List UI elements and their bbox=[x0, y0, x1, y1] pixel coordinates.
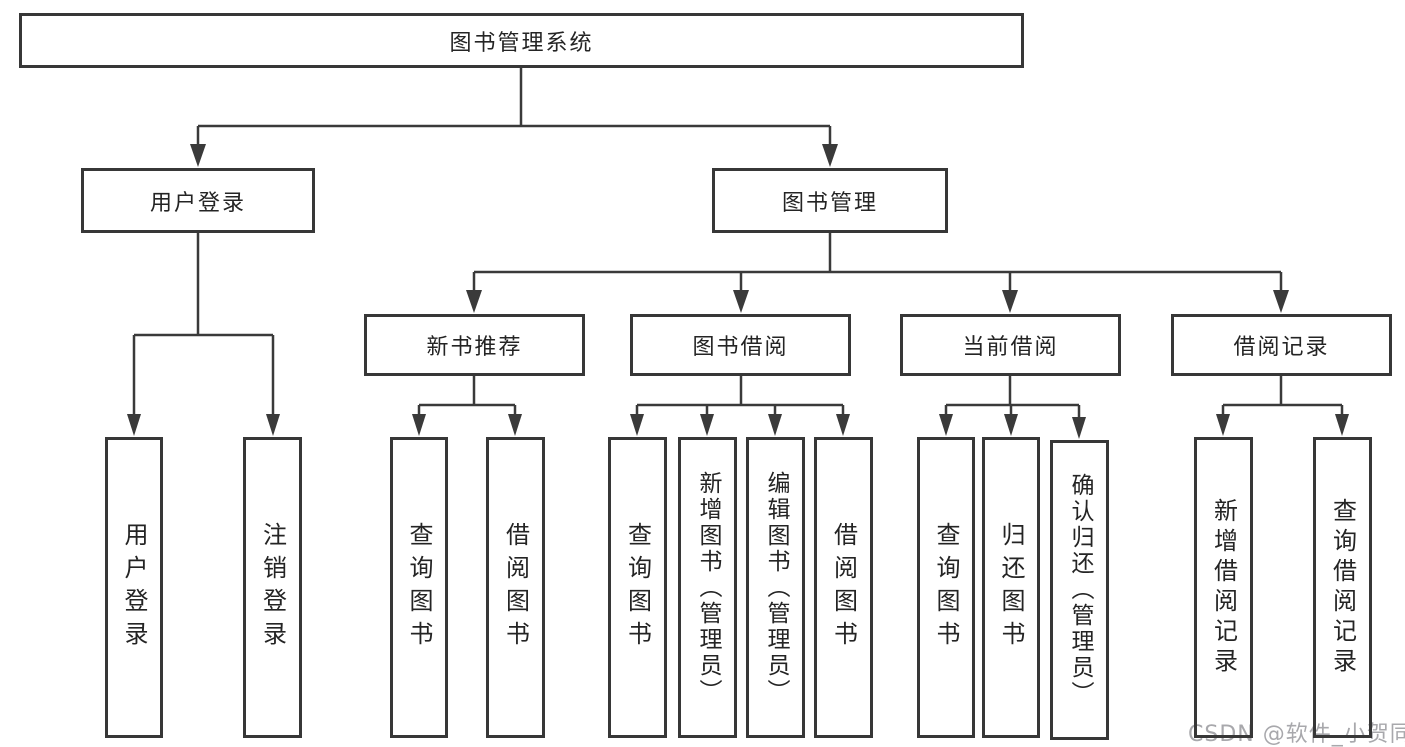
leaf-bb-add-books-label: 新增图书（管理员） bbox=[695, 470, 721, 705]
leaf-cb-query-books: 查询图书 bbox=[917, 437, 975, 738]
leaf-user-login: 用户登录 bbox=[105, 437, 163, 738]
leaf-bb-edit-books-label: 编辑图书（管理员） bbox=[763, 470, 789, 705]
leaf-bb-query-books: 查询图书 bbox=[608, 437, 667, 738]
leaf-bb-borrow-books: 借阅图书 bbox=[814, 437, 873, 738]
leaf-cb-confirm-return-label: 确认归还（管理员） bbox=[1067, 473, 1093, 707]
node-new-book-recommend: 新书推荐 bbox=[364, 314, 585, 376]
node-current-borrow-label: 当前借阅 bbox=[962, 335, 1059, 360]
node-current-borrow: 当前借阅 bbox=[900, 314, 1121, 376]
csdn-watermark: CSDN @软件_小贺同学 bbox=[1188, 722, 1405, 747]
leaf-rec-query-books: 查询图书 bbox=[390, 437, 448, 738]
node-root: 图书管理系统 bbox=[19, 13, 1024, 68]
node-new-book-recommend-label: 新书推荐 bbox=[426, 335, 523, 360]
node-borrow-records-label: 借阅记录 bbox=[1233, 335, 1330, 360]
leaf-bb-borrow-books-label: 借阅图书 bbox=[829, 521, 858, 654]
node-user-login-label: 用户登录 bbox=[149, 190, 246, 216]
node-book-borrow-label: 图书借阅 bbox=[692, 335, 789, 360]
leaf-user-login-label: 用户登录 bbox=[120, 521, 148, 654]
leaf-cb-return-books: 归还图书 bbox=[982, 437, 1040, 738]
leaf-logout-label: 注销登录 bbox=[258, 521, 287, 654]
leaf-cb-return-books-label: 归还图书 bbox=[997, 521, 1025, 654]
leaf-br-add-record-label: 新增借阅记录 bbox=[1209, 497, 1238, 678]
leaf-logout: 注销登录 bbox=[243, 437, 302, 738]
node-user-login: 用户登录 bbox=[81, 168, 315, 233]
leaf-bb-query-books-label: 查询图书 bbox=[623, 521, 652, 654]
leaf-bb-edit-books: 编辑图书（管理员） bbox=[746, 437, 805, 738]
leaf-bb-add-books: 新增图书（管理员） bbox=[678, 437, 737, 738]
node-book-management-label: 图书管理 bbox=[781, 190, 878, 216]
leaf-rec-borrow-books: 借阅图书 bbox=[486, 437, 545, 738]
leaf-br-add-record: 新增借阅记录 bbox=[1194, 437, 1253, 738]
node-book-management: 图书管理 bbox=[712, 168, 948, 233]
leaf-cb-confirm-return: 确认归还（管理员） bbox=[1050, 440, 1109, 740]
leaf-rec-query-books-label: 查询图书 bbox=[405, 521, 433, 654]
node-book-borrow: 图书借阅 bbox=[630, 314, 851, 376]
leaf-rec-borrow-books-label: 借阅图书 bbox=[501, 521, 530, 654]
leaf-br-query-record: 查询借阅记录 bbox=[1313, 437, 1372, 738]
leaf-br-query-record-label: 查询借阅记录 bbox=[1328, 497, 1357, 678]
leaf-cb-query-books-label: 查询图书 bbox=[932, 521, 960, 654]
node-borrow-records: 借阅记录 bbox=[1171, 314, 1392, 376]
node-root-label: 图书管理系统 bbox=[449, 30, 594, 56]
